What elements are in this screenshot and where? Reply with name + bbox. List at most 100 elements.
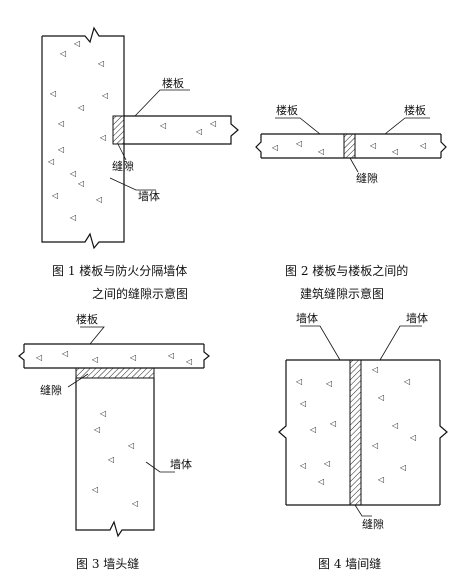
svg-text:◁: ◁ [69,213,76,222]
svg-text:◁: ◁ [73,39,80,48]
fig2-left-break [255,134,262,158]
fig3-wall-label: 墙体 [170,457,192,471]
svg-text:◁: ◁ [59,49,66,58]
fig1-caption-line1: 图 1 楼板与防火分隔墙体 [52,263,187,278]
svg-text:◁: ◁ [295,377,302,386]
fig3-slab-label: 楼板 [76,312,98,326]
svg-text:◁: ◁ [419,141,426,150]
fig4-left-wall-leader [300,325,341,361]
fig3-slab-leader [80,326,105,345]
fig1-slab-leader [134,89,190,117]
svg-text:◁: ◁ [371,365,378,374]
fig2-right-break [440,134,447,158]
fig4-gap-hatch [349,359,362,506]
fig2-aggregate-marks: ◁ ◁ ◁ ◁ ◁ ◁ [271,139,426,156]
svg-text:◁: ◁ [371,441,378,450]
svg-text:◁: ◁ [49,89,56,98]
fig2-gap-leader [349,157,359,173]
svg-text:◁: ◁ [51,191,58,200]
svg-text:◁: ◁ [391,421,398,430]
figure-2: ◁ ◁ ◁ ◁ ◁ ◁ 楼板 楼板 缝隙 [255,103,447,185]
svg-text:◁: ◁ [95,195,102,204]
svg-text:◁: ◁ [107,455,114,464]
fig1-wall-label: 墙体 [138,189,160,203]
svg-text:◁: ◁ [61,349,68,358]
fig4-left-wall-label: 墙体 [296,311,318,325]
svg-text:◁: ◁ [101,91,108,100]
figure-3: ◁◁◁ ◁◁◁ ◁◁◁ ◁◁◁ 楼板 缝隙 墙体 [18,312,210,538]
svg-text:◁: ◁ [69,169,76,178]
figure-1: ◁◁◁ ◁◁◁ ◁◁◁ ◁◁◁ ◁◁◁ ◁◁◁ 楼板 缝隙 墙体 [41,26,239,250]
svg-text:◁: ◁ [185,357,192,366]
svg-text:◁: ◁ [309,425,316,434]
fig1-slab-label: 楼板 [162,76,184,90]
fig2-caption-line1: 图 2 楼板与楼板之间的 [285,263,408,278]
svg-text:◁: ◁ [409,433,416,442]
fig1-slab-outline [124,115,239,145]
fig2-caption-line2: 建筑缝隙示意图 [300,286,384,301]
svg-text:◁: ◁ [299,399,306,408]
fig1-gap-label: 缝隙 [112,159,134,173]
fig4-caption: 图 4 墙间缝 [318,556,381,571]
fig3-left-break [18,344,25,368]
fig3-caption: 图 3 墙头缝 [76,556,139,571]
svg-text:◁: ◁ [377,393,384,402]
svg-text:◁: ◁ [329,419,336,428]
fig2-right-slab-label: 楼板 [404,103,426,117]
svg-text:◁: ◁ [127,441,134,450]
fig2-gap-hatch [343,133,356,159]
fig4-left-break [278,360,287,505]
svg-text:◁: ◁ [399,463,406,472]
fig1-gap-hatch [112,115,125,145]
svg-text:◁: ◁ [91,485,98,494]
fig3-right-break [203,344,210,368]
fig3-gap-label: 缝隙 [40,383,62,397]
svg-text:◁: ◁ [35,353,42,362]
fig1-wall-outline [41,26,125,250]
fig4-right-break [439,360,448,505]
svg-text:◁: ◁ [209,119,216,128]
svg-text:◁: ◁ [97,59,104,68]
fig4-right-wall-leader [379,325,422,361]
fig2-right-slab-leader [384,117,430,135]
svg-text:◁: ◁ [99,133,106,142]
fig4-gap-label: 缝隙 [362,517,384,531]
svg-text:◁: ◁ [391,147,398,156]
fig3-aggregate-marks: ◁◁◁ ◁◁◁ ◁◁◁ ◁◁◁ [35,349,192,508]
fig4-gap-leader [354,504,372,517]
fig1-caption-line2: 之间的缝隙示意图 [92,286,188,301]
fig1-aggregate-marks: ◁◁◁ ◁◁◁ ◁◁◁ ◁◁◁ ◁◁◁ ◁◁◁ [47,39,216,222]
svg-text:◁: ◁ [369,141,376,150]
svg-text:◁: ◁ [91,355,98,364]
figure-4: ◁◁◁ ◁◁◁ ◁◁◁ ◁◁◁ ◁◁◁ ◁ 墙体 墙体 缝隙 [278,311,448,531]
svg-text:◁: ◁ [195,127,202,136]
fig4-aggregate-marks: ◁◁◁ ◁◁◁ ◁◁◁ ◁◁◁ ◁◁◁ ◁ [295,365,416,486]
svg-text:◁: ◁ [131,499,138,508]
fig2-left-slab-leader [275,117,321,135]
fig3-wall-outline [75,378,155,538]
svg-text:◁: ◁ [159,121,166,130]
svg-text:◁: ◁ [271,143,278,152]
svg-text:◁: ◁ [57,145,64,154]
svg-text:◁: ◁ [47,157,54,166]
svg-text:◁: ◁ [295,139,302,148]
svg-text:◁: ◁ [299,461,306,470]
svg-text:◁: ◁ [57,119,64,128]
fig2-gap-label: 缝隙 [356,171,378,185]
svg-text:◁: ◁ [129,353,136,362]
fig2-left-slab-label: 楼板 [276,103,298,117]
svg-text:◁: ◁ [323,459,330,468]
svg-text:◁: ◁ [317,147,324,156]
fig3-gap-hatch [75,367,155,379]
svg-text:◁: ◁ [77,179,84,188]
svg-text:◁: ◁ [77,103,84,112]
svg-text:◁: ◁ [377,475,384,484]
fig3-gap-leader [67,373,89,388]
fig1-gap-leader [117,143,127,161]
fig1-wall-leader [109,177,156,191]
svg-text:◁: ◁ [403,377,410,386]
svg-text:◁: ◁ [325,379,332,388]
svg-text:◁: ◁ [167,351,174,360]
svg-text:◁: ◁ [99,409,106,418]
